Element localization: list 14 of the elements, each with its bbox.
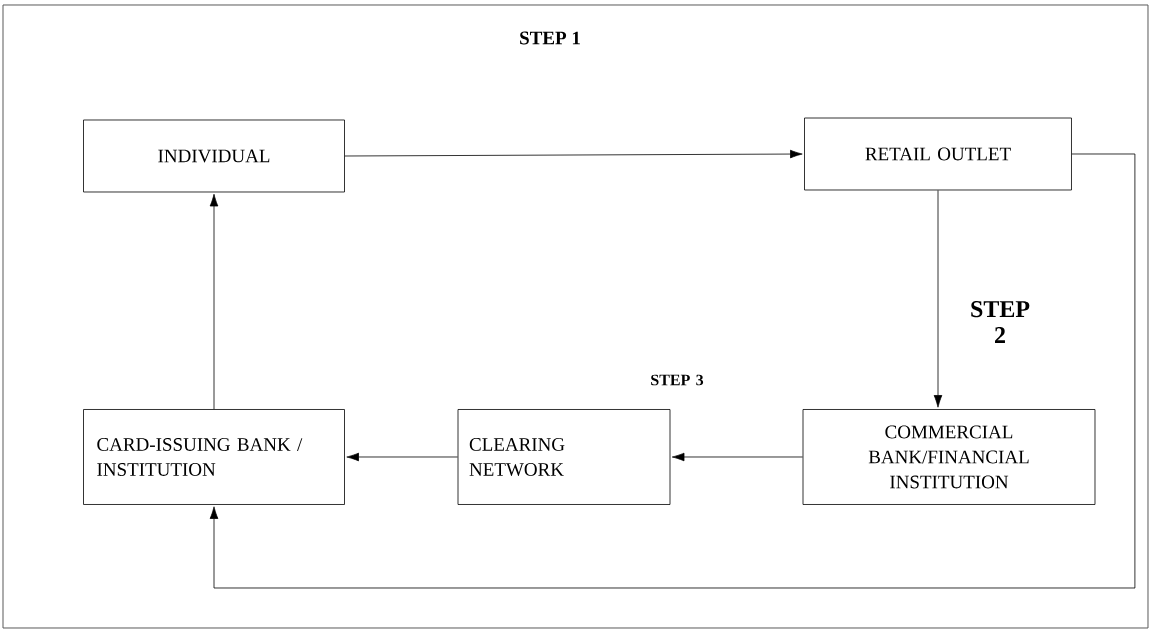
arrow	[209, 153, 1136, 589]
step-label: STEP 1	[520, 31, 580, 45]
process-box: INDIVIDUAL	[83, 119, 345, 193]
process-box: COMMERCIAL BANK/FINANCIAL INSTITUTION	[802, 409, 1096, 505]
process-box: CLEARING NETWORK	[457, 409, 671, 505]
arrow	[671, 452, 803, 462]
arrow	[209, 193, 219, 410]
arrow	[344, 149, 803, 159]
process-box: RETAIL OUTLET	[804, 117, 1072, 191]
step-label: STEP 3	[646, 373, 708, 387]
step-label: STEP 2	[969, 300, 1031, 344]
process-box: CARD-ISSUING BANK / INSTITUTION	[83, 409, 345, 505]
arrow	[346, 452, 458, 462]
arrow	[933, 190, 943, 408]
